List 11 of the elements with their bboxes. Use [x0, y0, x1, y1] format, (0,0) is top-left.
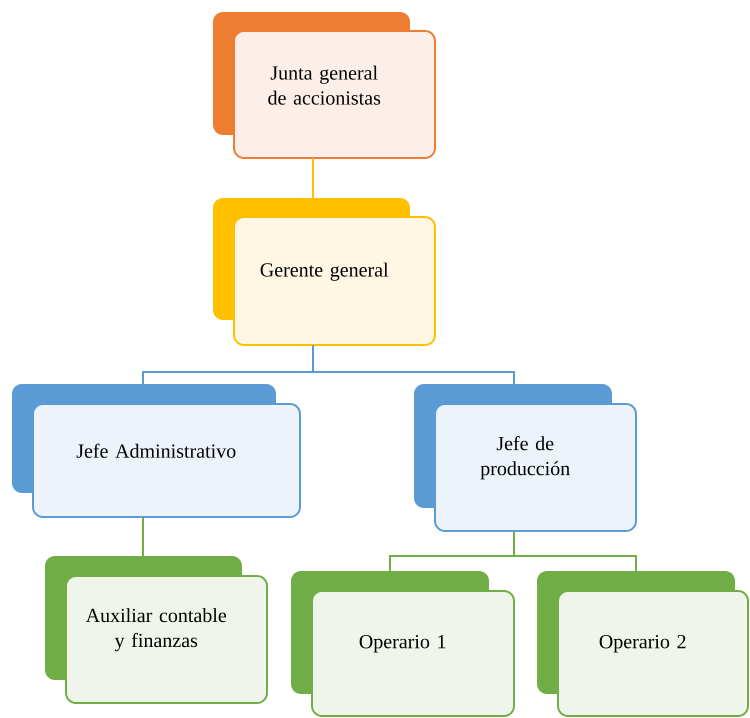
- connector-line: [312, 158, 314, 198]
- connector-line: [142, 517, 144, 556]
- org-chart-box: Jefe de producción: [414, 384, 637, 532]
- org-chart-box: Operario 2: [537, 571, 749, 717]
- org-chart-box: Jefe Administrativo: [12, 384, 301, 518]
- connector-line: [312, 345, 515, 384]
- org-chart-box: Gerente general: [213, 198, 436, 346]
- connector-line: [513, 531, 637, 571]
- org-chart-box: Auxiliar contable y finanzas: [45, 556, 268, 704]
- org-chart-box: Operario 1: [291, 571, 515, 717]
- org-chart-box: Junta general de accionistas: [213, 12, 436, 159]
